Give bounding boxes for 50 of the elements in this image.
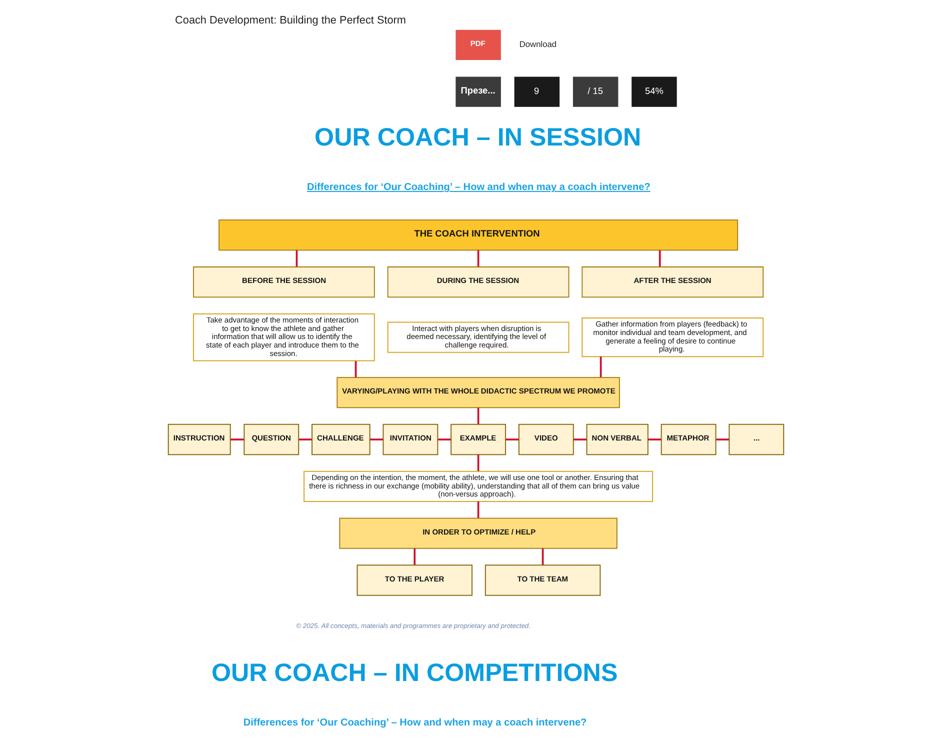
node-box: Take advantage of the moments of interaction to get to know the athlete and gather information that will allow us to identify the state of each player and introduce them to the session. xyxy=(192,313,375,362)
node-box: ... xyxy=(728,424,784,456)
connector xyxy=(506,438,519,440)
node-box: INVITATION xyxy=(382,424,438,456)
node-box: NON VERBAL xyxy=(586,424,648,456)
connector xyxy=(370,438,384,440)
connector xyxy=(658,250,661,267)
connector xyxy=(354,361,357,378)
node-box: DURING THE SESSION xyxy=(387,266,570,298)
connector xyxy=(477,454,480,472)
connector xyxy=(477,408,480,424)
node-box: IN ORDER TO OPTIMIZE / HELP xyxy=(339,518,618,549)
label: PDF xyxy=(470,38,486,48)
connector xyxy=(298,438,312,440)
label: Презе... xyxy=(460,85,496,96)
connector xyxy=(477,502,480,518)
connector xyxy=(573,438,587,440)
label: / 15 xyxy=(588,86,603,96)
connector xyxy=(542,548,544,565)
node-box: VIDEO xyxy=(518,424,574,456)
diagram-title: Coach Development: Building the Perfect Storm xyxy=(175,14,406,26)
node-box: INSTRUCTION xyxy=(168,424,231,456)
node-box: METAPHOR xyxy=(660,424,716,456)
node-box: AFTER THE SESSION xyxy=(582,266,764,298)
node-box: CHALLENGE xyxy=(312,424,370,456)
label: OUR COACH – IN SESSION xyxy=(314,123,642,152)
node-box: TO THE TEAM xyxy=(484,564,601,596)
node-box: EXAMPLE xyxy=(450,424,506,456)
node-box: THE COACH INTERVENTION xyxy=(218,220,738,251)
connector xyxy=(477,250,480,267)
node-box: BEFORE THE SESSION xyxy=(192,266,375,298)
connector xyxy=(648,438,662,440)
connector xyxy=(438,438,451,440)
node-box: VARYING/PLAYING WITH THE WHOLE DIDACTIC SPECTRUM WE PROMOTE xyxy=(336,377,620,408)
label: Differences for ‘Our Coaching’ – How and when may a coach intervene? xyxy=(306,182,650,193)
node-box: QUESTION xyxy=(244,424,300,456)
label: 9 xyxy=(534,86,540,96)
node-box: Gather information from players (feedback) to monitor individual and team development, and generate a feeling of desire to continue playing. xyxy=(582,318,764,358)
connector xyxy=(600,356,602,378)
connector xyxy=(296,250,298,267)
node-box: Interact with players when disruption is deemed necessary, identifying the level of challenge required. xyxy=(387,322,570,353)
label: Download xyxy=(519,39,557,50)
connector xyxy=(230,438,244,440)
label: OUR COACH – IN COMPETITIONS xyxy=(211,658,618,687)
node-box: TO THE PLAYER xyxy=(356,564,473,596)
label: 54% xyxy=(645,86,664,96)
label: Differences for ‘Our Coaching’ – How and when may a coach intervene? xyxy=(243,717,587,728)
connector xyxy=(414,548,416,565)
connector xyxy=(716,438,730,440)
node-box: Depending on the intention, the moment, the athlete, we will use one tool or another. Ensuring that there is richness in our exchange (mobility ability), understanding that all of them can bring us value (non-versus approach). xyxy=(304,470,654,502)
